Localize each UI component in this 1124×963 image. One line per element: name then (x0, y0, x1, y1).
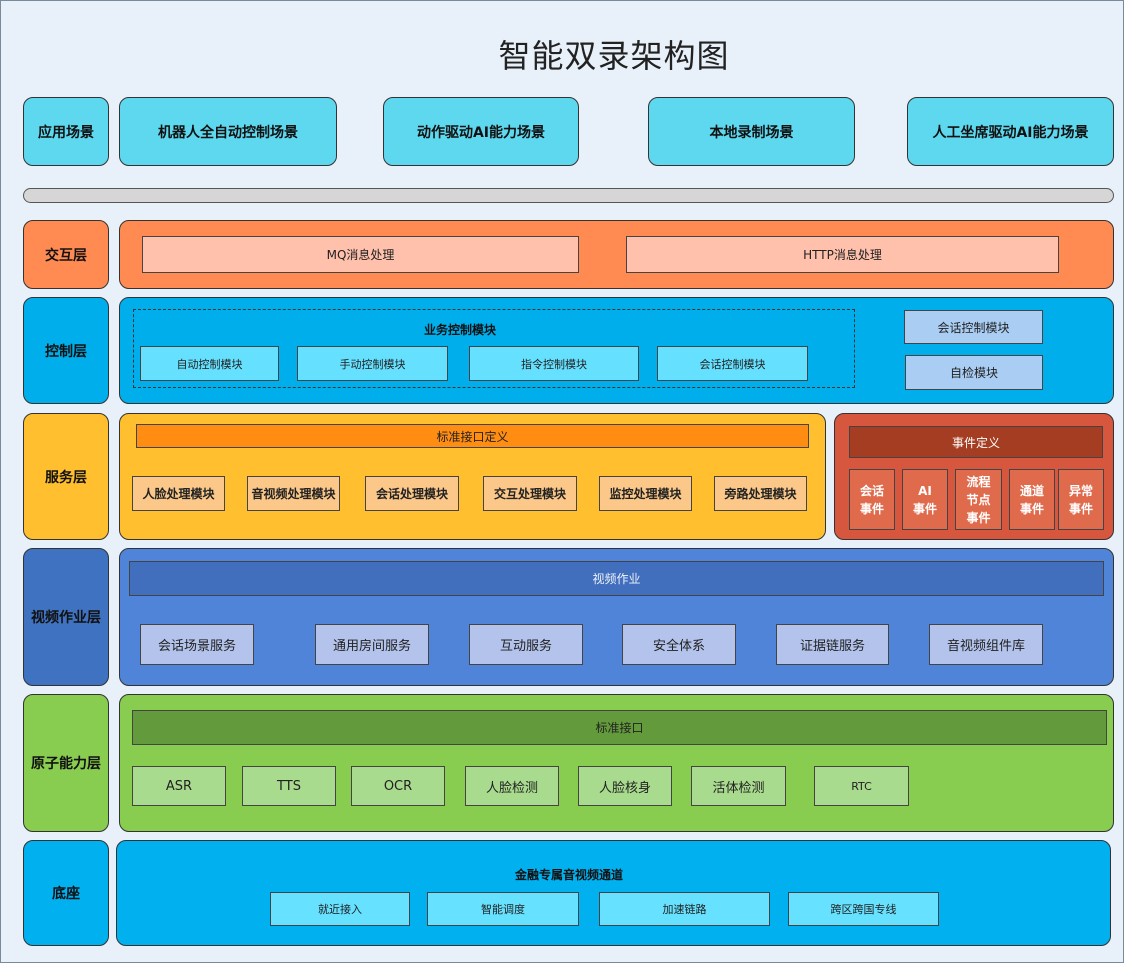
event-definition-title: 事件定义 (849, 426, 1103, 458)
app-scene-agent-ai: 人工坐席驱动AI能力场景 (907, 97, 1114, 166)
bypass-processing-module: 旁路处理模块 (714, 476, 807, 511)
channel-event: 通道 事件 (1009, 469, 1055, 530)
business-control-group (133, 309, 855, 388)
session-processing-module: 会话处理模块 (365, 476, 459, 511)
session-scene-service: 会话场景服务 (140, 624, 254, 665)
session-control-module: 会话控制模块 (904, 310, 1043, 344)
layer-label-service: 服务层 (23, 413, 109, 540)
layer-label-atomic: 原子能力层 (23, 694, 109, 832)
standard-interface-definition: 标准接口定义 (136, 424, 809, 448)
tts-box: TTS (242, 766, 336, 806)
exception-event: 异常 事件 (1058, 469, 1104, 530)
layer-label-video: 视频作业层 (23, 548, 109, 686)
ocr-box: OCR (351, 766, 445, 806)
asr-box: ASR (132, 766, 226, 806)
financial-av-channel-title: 金融专属音视频通道 (514, 867, 623, 882)
interaction-processing-module: 交互处理模块 (483, 476, 577, 511)
http-message-box: HTTP消息处理 (626, 236, 1059, 273)
self-check-module: 自检模块 (905, 355, 1043, 390)
face-verification-box: 人脸核身 (578, 766, 672, 806)
divider-bar (23, 188, 1114, 203)
app-scene-local-record: 本地录制场景 (648, 97, 855, 166)
general-room-service: 通用房间服务 (315, 624, 429, 665)
layer-label-base: 底座 (23, 840, 109, 946)
page-title: 智能双录架构图 (498, 37, 730, 75)
accelerated-link-box: 加速链路 (599, 892, 770, 926)
av-processing-module: 音视频处理模块 (247, 476, 340, 511)
session-control-module-inner: 会话控制模块 (657, 346, 808, 381)
video-operation-header: 视频作业 (129, 561, 1104, 596)
layer-label-app: 应用场景 (23, 97, 109, 166)
mq-message-box: MQ消息处理 (142, 236, 579, 273)
rtc-box: RTC (814, 766, 909, 806)
app-scene-robot: 机器人全自动控制场景 (119, 97, 337, 166)
atomic-standard-interface: 标准接口 (132, 710, 1107, 745)
face-detection-box: 人脸检测 (465, 766, 559, 806)
command-control-module: 指令控制模块 (469, 346, 639, 381)
nearby-access-box: 就近接入 (270, 892, 410, 926)
session-event: 会话 事件 (849, 469, 895, 530)
monitor-processing-module: 监控处理模块 (599, 476, 692, 511)
cross-region-line-box: 跨区跨国专线 (788, 892, 939, 926)
smart-scheduling-box: 智能调度 (427, 892, 579, 926)
ai-event: AI 事件 (902, 469, 948, 530)
business-control-title: 业务控制模块 (423, 322, 496, 337)
layer-label-interaction: 交互层 (23, 220, 109, 289)
liveness-detection-box: 活体检测 (691, 766, 786, 806)
manual-control-module: 手动控制模块 (297, 346, 448, 381)
interactive-service: 互动服务 (469, 624, 583, 665)
face-processing-module: 人脸处理模块 (132, 476, 225, 511)
auto-control-module: 自动控制模块 (140, 346, 279, 381)
layer-label-control: 控制层 (23, 297, 109, 404)
security-system: 安全体系 (622, 624, 736, 665)
av-component-library: 音视频组件库 (929, 624, 1043, 665)
evidence-chain-service: 证据链服务 (776, 624, 889, 665)
app-scene-action-ai: 动作驱动AI能力场景 (383, 97, 579, 166)
flow-node-event: 流程 节点 事件 (955, 469, 1002, 530)
